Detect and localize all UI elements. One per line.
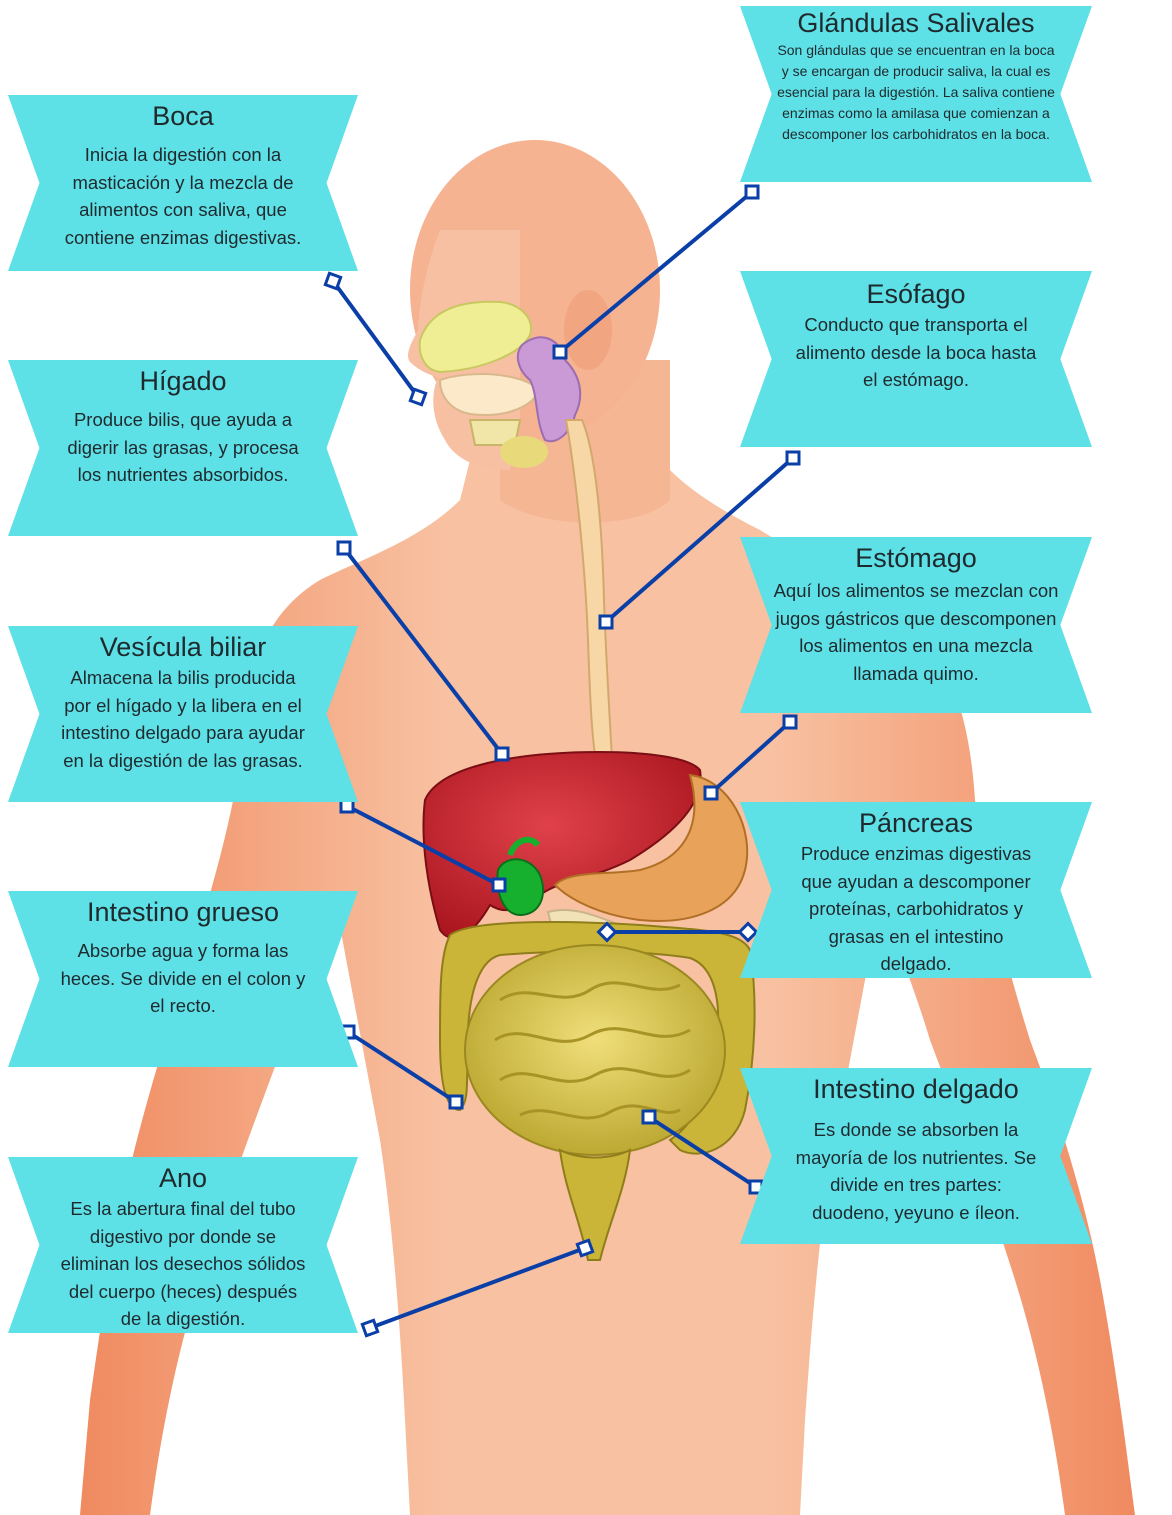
- endpoint-marker: [787, 452, 799, 464]
- label-description: Produce bilis, que ayuda a digerir las g…: [56, 406, 311, 489]
- label-title: Ano: [8, 1163, 358, 1193]
- endpoint-marker: [496, 748, 508, 760]
- label-title: Estómago: [740, 543, 1092, 573]
- endpoint-marker: [450, 1096, 462, 1108]
- endpoint-marker: [643, 1111, 655, 1123]
- endpoint-marker: [554, 346, 566, 358]
- label-description: Es donde se absorben la mayoría de los n…: [791, 1116, 1041, 1226]
- label-title: Intestino delgado: [740, 1074, 1092, 1104]
- label-title: Páncreas: [740, 808, 1092, 838]
- endpoint-marker: [577, 1240, 592, 1255]
- small-intestine: [465, 945, 725, 1155]
- label-description: Produce enzimas digestivas que ayudan a …: [791, 840, 1041, 978]
- tongue: [500, 436, 548, 468]
- label-ano: Ano Es la abertura final del tubo digest…: [8, 1157, 358, 1333]
- label-intestino-grueso: Intestino grueso Absorbe agua y forma la…: [8, 891, 358, 1067]
- label-vesicula-biliar: Vesícula biliar Almacena la bilis produc…: [8, 626, 358, 802]
- label-pancreas: Páncreas Produce enzimas digestivas que …: [740, 802, 1092, 978]
- label-description: Conducto que transporta el alimento desd…: [791, 311, 1041, 394]
- label-title: Vesícula biliar: [8, 632, 358, 662]
- endpoint-marker: [493, 879, 505, 891]
- label-description: Absorbe agua y forma las heces. Se divid…: [61, 937, 306, 1020]
- label-esofago: Esófago Conducto que transporta el alime…: [740, 271, 1092, 447]
- label-title: Boca: [8, 101, 358, 131]
- label-description: Inicia la digestión con la masticación y…: [56, 141, 311, 251]
- endpoint-marker: [600, 616, 612, 628]
- endpoint-marker: [325, 273, 340, 288]
- label-glandulas-salivales: Glándulas Salivales Son glándulas que se…: [740, 6, 1092, 182]
- label-description: Es la abertura final del tubo digestivo …: [58, 1195, 308, 1333]
- label-estomago: Estómago Aquí los alimentos se mezclan c…: [740, 537, 1092, 713]
- label-title: Esófago: [740, 279, 1092, 309]
- label-title: Intestino grueso: [8, 897, 358, 927]
- label-description: Aquí los alimentos se mezclan con jugos …: [771, 577, 1061, 687]
- label-description: Son glándulas que se encuentran en la bo…: [776, 40, 1056, 145]
- label-description: Almacena la bilis producida por el hígad…: [58, 664, 308, 774]
- endpoint-marker: [338, 542, 350, 554]
- endpoint-marker: [705, 787, 717, 799]
- label-title: Glándulas Salivales: [740, 8, 1092, 38]
- label-higado: Hígado Produce bilis, que ayuda a digeri…: [8, 360, 358, 536]
- endpoint-marker: [410, 389, 425, 404]
- endpoint-marker: [746, 186, 758, 198]
- label-boca: Boca Inicia la digestión con la masticac…: [8, 95, 358, 271]
- label-title: Hígado: [8, 366, 358, 396]
- endpoint-marker: [784, 716, 796, 728]
- endpoint-marker: [362, 1320, 377, 1335]
- label-intestino-delgado: Intestino delgado Es donde se absorben l…: [740, 1068, 1092, 1244]
